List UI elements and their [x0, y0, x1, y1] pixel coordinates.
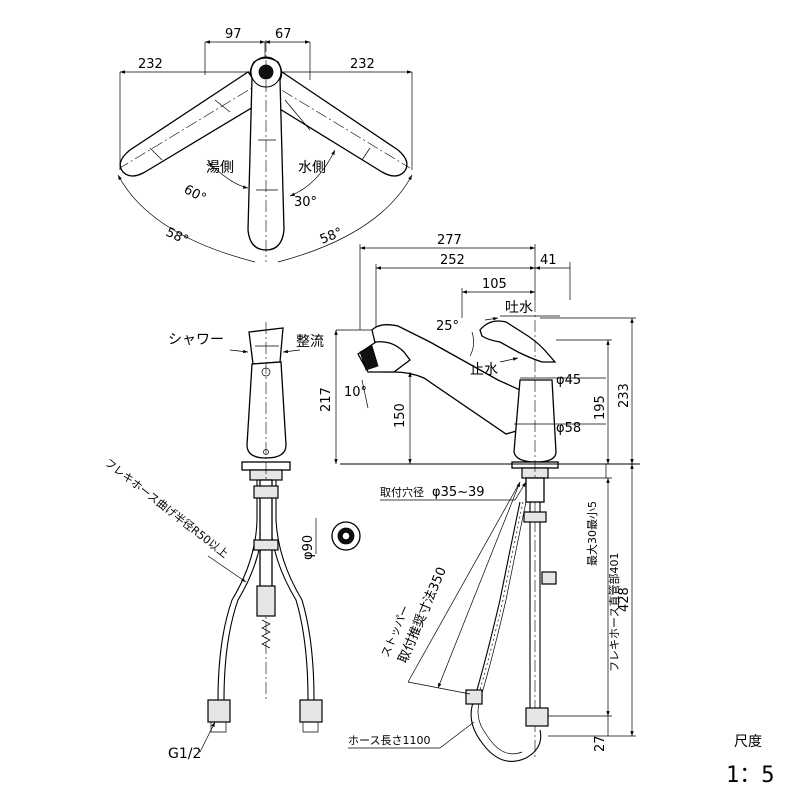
- lever-handle: [479, 320, 557, 363]
- label-flow: 整流: [296, 334, 324, 350]
- nut-right: [299, 699, 323, 723]
- dim-232-right: 232: [350, 57, 375, 72]
- label-flex-pipe: フレキホース直管部401: [607, 553, 621, 672]
- dim-97: 97: [225, 27, 242, 42]
- dim-195: 195: [593, 395, 608, 420]
- label-cold-side: 水側: [298, 160, 326, 176]
- faucet-body-front: [246, 361, 287, 459]
- dia-45: φ45: [556, 373, 581, 388]
- dim-105: 105: [482, 277, 507, 292]
- top-view: 97 67 232 232 湯側 水側 60° 30° 58° 58: [117, 27, 413, 263]
- label-hot-side: 湯側: [206, 159, 234, 176]
- dim-217: 217: [319, 387, 334, 412]
- angle-58-right: 58°: [318, 225, 345, 248]
- angle-10: 10°: [344, 385, 367, 400]
- label-spout-water: 吐水: [505, 300, 533, 316]
- angle-58-left: 58°: [163, 225, 190, 248]
- dim-428: 428: [617, 587, 632, 612]
- scale-value: 1：5: [726, 763, 775, 788]
- label-shower: シャワー: [168, 332, 224, 348]
- mount-hole-dia: φ35~39: [432, 485, 485, 500]
- label-max-thickness: 最大30最小5: [585, 501, 599, 566]
- label-stop-water: 止水: [470, 362, 498, 378]
- dim-232-left: 232: [138, 57, 163, 72]
- scale-block: 尺度 1：5: [726, 734, 775, 788]
- dim-90: φ90: [301, 535, 316, 560]
- dim-67: 67: [275, 27, 292, 42]
- dim-41: 41: [540, 253, 557, 268]
- side-view: 277 252 41 105 吐水 25° φ45 φ58: [319, 233, 640, 762]
- dim-252: 252: [440, 253, 465, 268]
- dim-277: 277: [437, 233, 462, 248]
- scale-label: 尺度: [734, 734, 762, 750]
- angle-30: 30°: [294, 195, 317, 210]
- label-flex-hose-bend: フレキホース曲げ半径R50以上: [102, 455, 231, 560]
- spout-swung-right: [261, 71, 408, 177]
- label-mount-hole: 取付穴径: [380, 485, 424, 499]
- dia-58: φ58: [556, 421, 581, 436]
- label-g-thread: G1/2: [168, 746, 201, 762]
- nut-left: [207, 699, 231, 723]
- nut-side: [525, 707, 549, 727]
- spout-swung-left: [119, 71, 269, 177]
- label-hose-length: ホース長さ1100: [348, 734, 430, 747]
- dim-233: 233: [617, 383, 632, 408]
- dim-27: 27: [593, 735, 608, 752]
- dim-150: 150: [393, 403, 408, 428]
- angle-60: 60°: [181, 182, 208, 206]
- angle-25: 25°: [436, 319, 459, 334]
